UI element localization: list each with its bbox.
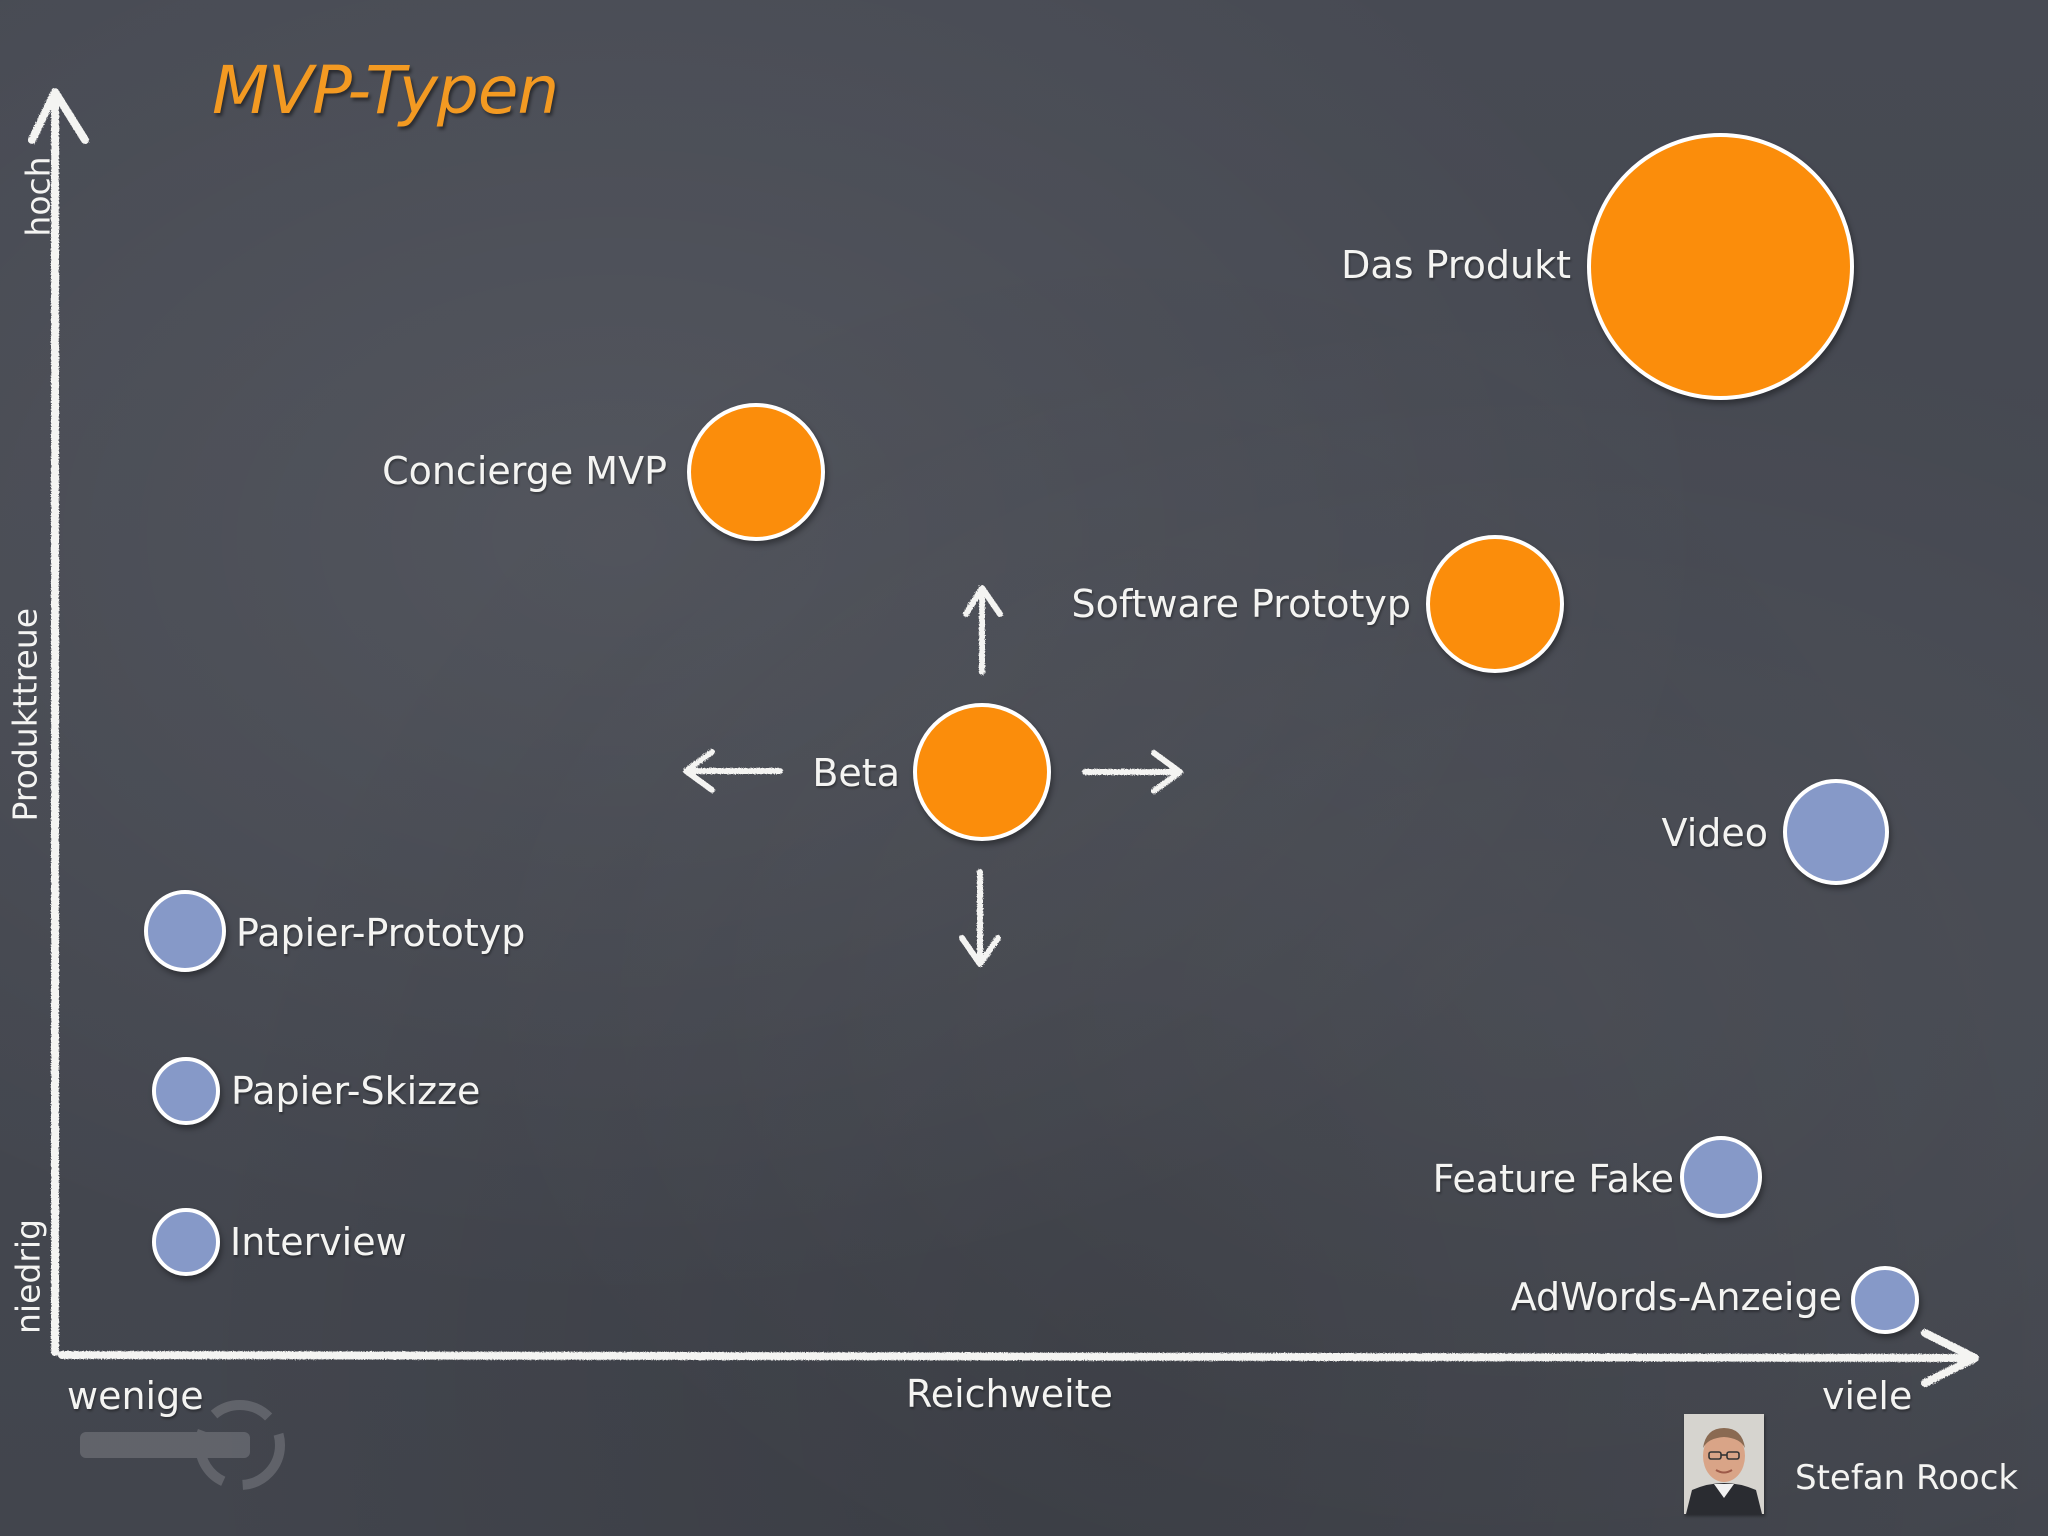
label-beta: Beta [812,751,900,795]
label-papier-prototyp: Papier-Prototyp [236,911,526,955]
x-axis-arrowhead [1921,1329,1979,1387]
x-axis-line [58,1351,1969,1362]
bubble-adwords-anzeige [1851,1266,1919,1334]
label-concierge-mvp: Concierge MVP [382,449,667,493]
label-adwords-anzeige: AdWords-Anzeige [1510,1275,1842,1319]
label-software-prototyp: Software Prototyp [1071,582,1411,626]
author-avatar [1684,1414,1764,1514]
label-video: Video [1661,811,1768,855]
bubble-concierge-mvp [687,403,825,541]
y-axis-low-label: niedrig [8,1218,48,1335]
logo-watermark-icon [80,1400,285,1490]
x-axis-title: Reichweite [906,1372,1113,1416]
label-feature-fake: Feature Fake [1432,1157,1674,1201]
label-interview: Interview [230,1220,407,1264]
bubble-interview [152,1208,220,1276]
bubble-video [1783,779,1889,885]
bubble-papier-skizze [152,1057,220,1125]
bubble-papier-prototyp [144,890,226,972]
bubble-beta [913,703,1051,841]
beta-arrow-left-head [683,749,715,793]
y-axis-title: Produkttreue [5,607,45,822]
label-das-produkt: Das Produkt [1341,243,1571,287]
bubble-software-prototyp [1426,535,1564,673]
slide-title: MVP-Typen [212,52,559,129]
x-axis-high-label: viele [1822,1374,1913,1418]
y-axis-high-label: hoch [18,156,58,237]
bubble-feature-fake [1680,1136,1762,1218]
beta-arrow-right-head [1151,750,1183,794]
beta-arrow-up-head [963,585,1003,617]
x-axis-low-label: wenige [67,1374,204,1418]
author-name: Stefan Roock [1795,1458,2019,1498]
label-papier-skizze: Papier-Skizze [231,1069,481,1113]
y-axis-arrowhead [28,88,89,144]
beta-arrow-down-head [959,935,1001,967]
person-photo-icon [1684,1414,1764,1514]
bubble-das-produkt [1587,133,1854,400]
